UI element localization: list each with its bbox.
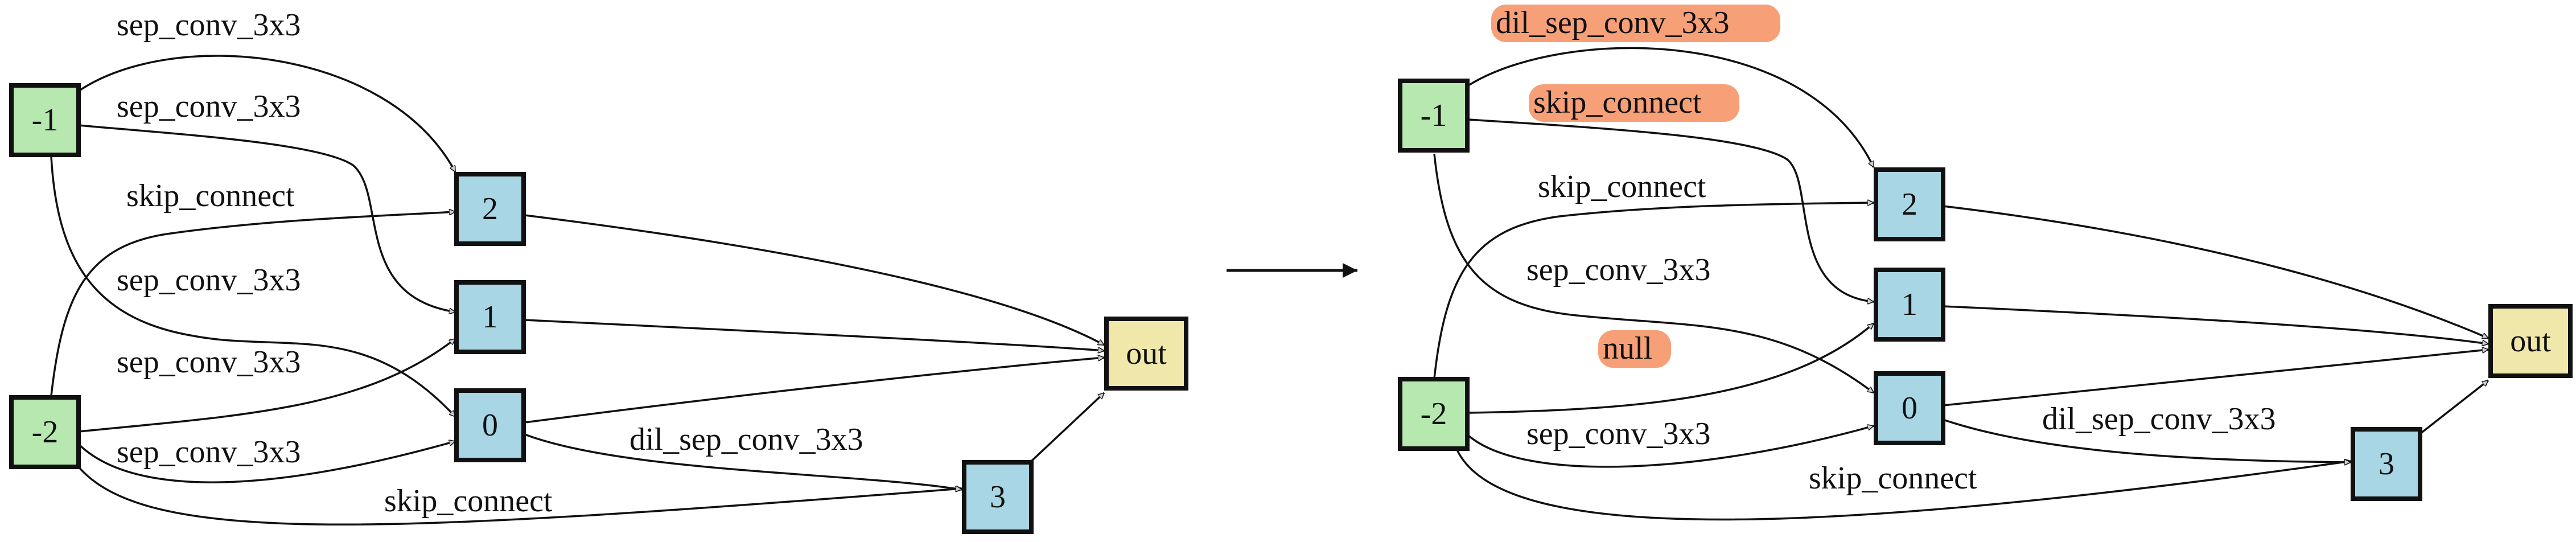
svg-text:3: 3: [2379, 446, 2394, 482]
left-edge-m1-n1: [78, 124, 455, 312]
left-graph: sep_conv_3x3 sep_conv_3x3 skip_connect s…: [9, 7, 1188, 534]
right-highlight-m1-n1: [1529, 84, 1739, 122]
right-label-m2-n0: sep_conv_3x3: [1526, 416, 1711, 451]
right-node-m1: -1: [1398, 79, 1470, 153]
right-edge-n0-n3: [1943, 418, 2351, 462]
left-edge-m1-n2: [78, 55, 456, 172]
left-edge-n0-n3: [524, 433, 962, 490]
svg-text:out: out: [1126, 336, 1167, 371]
left-edge-m2-n0: [77, 441, 455, 483]
right-edge-n1-out: [1943, 305, 2488, 344]
svg-text:1: 1: [1902, 287, 1917, 322]
svg-text:0: 0: [1902, 391, 1917, 426]
svg-text:-2: -2: [1421, 396, 1447, 432]
left-label-m2-n2: skip_connect: [126, 178, 295, 213]
left-node-n0: 0: [454, 388, 526, 462]
right-label-n0-n3: dil_sep_conv_3x3: [2042, 401, 2276, 437]
left-edge-m2-n3: [73, 460, 962, 526]
left-label-m2-n3: skip_connect: [384, 483, 553, 519]
left-label-m1-n0: sep_conv_3x3: [117, 262, 301, 298]
right-edge-m2-n0: [1467, 426, 1874, 468]
right-edge-m2-n2: [1433, 203, 1874, 379]
right-node-n2: 2: [1874, 167, 1945, 241]
right-label-m1-n2: dil_sep_conv_3x3: [1496, 5, 1730, 40]
svg-text:0: 0: [482, 408, 498, 443]
left-edge-m1-n0: [50, 156, 456, 417]
left-edge-n2-out: [524, 214, 1104, 346]
left-edge-n3-out: [1030, 392, 1104, 462]
left-node-m2: -2: [9, 395, 81, 469]
right-node-n0: 0: [1874, 371, 1945, 445]
right-edge-m1-n0: [1433, 153, 1874, 394]
right-label-m1-n0: sep_conv_3x3: [1526, 252, 1711, 288]
right-graph: dil_sep_conv_3x3 skip_connect skip_conne…: [1398, 5, 2573, 521]
svg-text:out: out: [2510, 323, 2551, 359]
svg-text:1: 1: [482, 299, 498, 335]
right-node-n1: 1: [1874, 268, 1945, 342]
right-label-m2-n2: skip_connect: [1538, 169, 1706, 204]
left-label-m2-n1: sep_conv_3x3: [117, 344, 301, 380]
left-edge-n1-out: [524, 319, 1104, 351]
svg-text:2: 2: [1902, 187, 1917, 222]
right-edge-m2-n1: [1468, 322, 1874, 414]
right-edge-m1-n2: [1468, 47, 1875, 167]
svg-text:2: 2: [482, 191, 498, 227]
right-node-m2: -2: [1398, 377, 1470, 451]
left-label-n0-n3: dil_sep_conv_3x3: [629, 422, 863, 457]
left-edge-m2-n2: [50, 212, 455, 396]
right-edge-n0-out: [1943, 350, 2488, 406]
left-node-n3: 3: [962, 460, 1034, 534]
right-edge-n2-out: [1943, 205, 2488, 339]
left-edge-m2-n1: [78, 338, 455, 433]
left-label-m2-n0: sep_conv_3x3: [117, 434, 301, 470]
right-edge-n3-out: [2419, 379, 2488, 435]
right-highlight-m2-n1: [1598, 330, 1671, 368]
left-node-n2: 2: [454, 172, 526, 246]
svg-text:-1: -1: [32, 102, 59, 138]
right-edge-m1-n1: [1468, 118, 1874, 302]
right-edge-m2-n3: [1456, 449, 2351, 521]
left-node-out: out: [1104, 317, 1188, 391]
svg-text:-1: -1: [1421, 98, 1447, 133]
svg-text:-2: -2: [32, 414, 59, 450]
left-edge-n0-out: [524, 358, 1104, 424]
right-label-m2-n1: null: [1603, 331, 1652, 366]
right-node-out: out: [2488, 304, 2573, 378]
left-node-m1: -1: [9, 83, 81, 157]
left-label-m1-n1: sep_conv_3x3: [117, 89, 301, 124]
right-label-m1-n1: skip_connect: [1533, 85, 1702, 120]
right-highlight-m1-n2: [1491, 5, 1780, 42]
right-node-n3: 3: [2351, 427, 2422, 501]
left-node-n1: 1: [454, 280, 526, 354]
right-label-m2-n3: skip_connect: [1809, 461, 1977, 496]
left-label-m1-n2: sep_conv_3x3: [117, 7, 301, 43]
svg-text:3: 3: [990, 479, 1006, 515]
